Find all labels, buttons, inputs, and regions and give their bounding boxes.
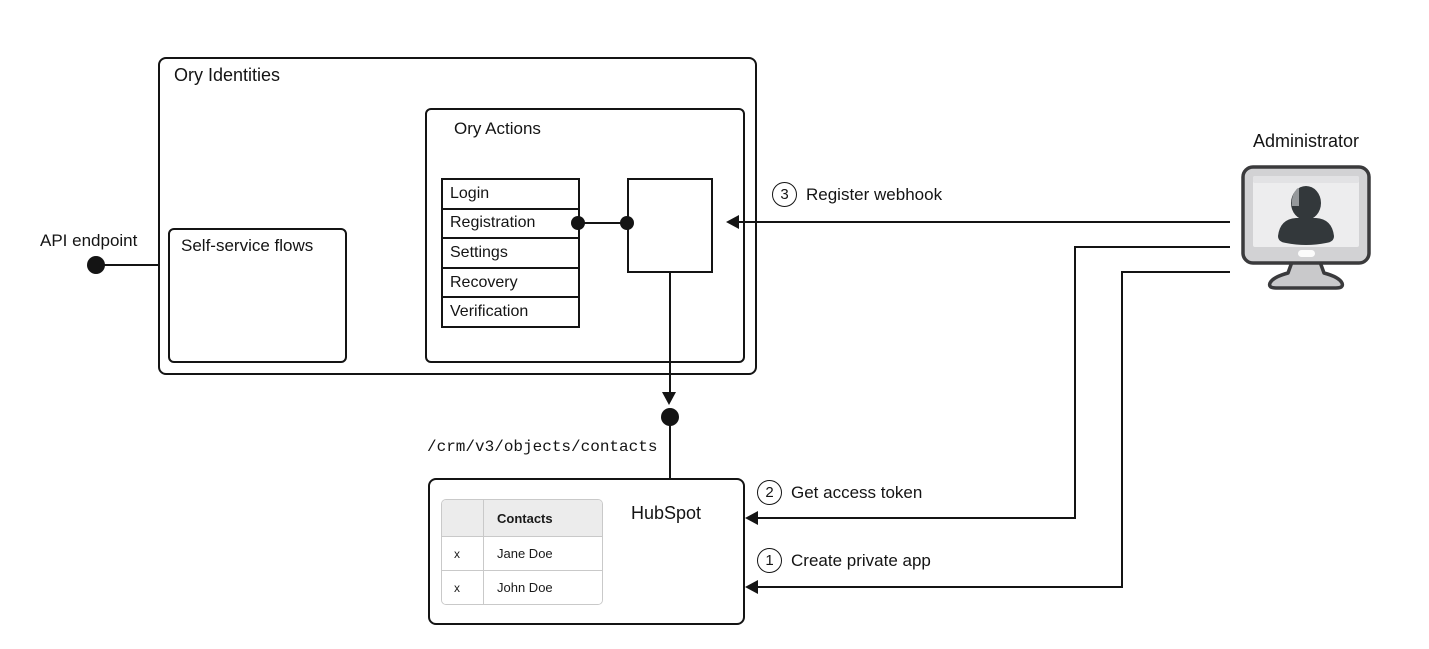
step-3-label: Register webhook	[806, 185, 943, 204]
arrow-left-icon	[745, 511, 758, 525]
administrator-monitor-icon	[1241, 165, 1371, 290]
api-endpoint-label: API endpoint	[40, 231, 138, 250]
contact-name-cell: John Doe	[497, 580, 553, 595]
registration-action-connector-line	[578, 222, 627, 224]
flow-row-login: Login	[443, 180, 578, 210]
flow-row-recovery: Recovery	[443, 269, 578, 299]
flow-row-verification: Verification	[450, 303, 529, 321]
hubspot-title: HubSpot	[631, 503, 702, 523]
self-service-flows-title: Self-service flows	[181, 236, 314, 255]
flow-row-settings: Settings	[443, 239, 578, 269]
contact-name-cell: Jane Doe	[497, 546, 553, 561]
ory-actions-title: Ory Actions	[454, 119, 541, 138]
connector-dot-icon	[571, 216, 585, 230]
api-endpoint-connector-line	[96, 264, 158, 266]
arrow-left-icon	[726, 215, 739, 229]
self-service-flows-box	[168, 228, 347, 363]
webhook-endpoint-path: /crm/v3/objects/contacts	[427, 438, 658, 456]
table-row: x Jane Doe	[442, 537, 602, 571]
contact-check-cell: x	[442, 571, 484, 604]
contact-check-cell: x	[442, 537, 484, 570]
webhook-call-line	[669, 273, 671, 392]
step-2-badge: 2	[757, 480, 782, 505]
table-row: x John Doe	[442, 571, 602, 604]
step-1-label: Create private app	[791, 551, 931, 570]
step-1-badge: 1	[757, 548, 782, 573]
get-access-token-line	[757, 517, 1076, 519]
step-3-badge: 3	[772, 182, 797, 207]
hubspot-endpoint-line	[669, 417, 671, 478]
ory-identities-title: Ory Identities	[174, 65, 281, 85]
create-private-app-line-top	[1121, 271, 1230, 273]
register-webhook-line	[739, 221, 1230, 223]
webhook-action-node	[627, 178, 713, 273]
arrow-down-icon	[662, 392, 676, 405]
get-access-token-line-top	[1074, 246, 1230, 248]
connector-dot-icon	[620, 216, 634, 230]
create-private-app-line	[757, 586, 1123, 588]
administrator-label: Administrator	[1252, 131, 1360, 151]
step-2-label: Get access token	[791, 483, 923, 502]
contacts-header-label: Contacts	[497, 510, 553, 526]
flow-list-table: Login Registration Settings Recovery Ver…	[441, 178, 580, 328]
contacts-table: Contacts x Jane Doe x John Doe	[441, 499, 603, 605]
arrow-left-icon	[745, 580, 758, 594]
contacts-header-empty-cell	[442, 500, 484, 536]
contacts-table-header: Contacts	[442, 500, 602, 537]
get-access-token-line-vertical	[1074, 247, 1076, 518]
flow-row-registration: Registration	[443, 210, 578, 240]
create-private-app-line-vertical	[1121, 272, 1123, 587]
